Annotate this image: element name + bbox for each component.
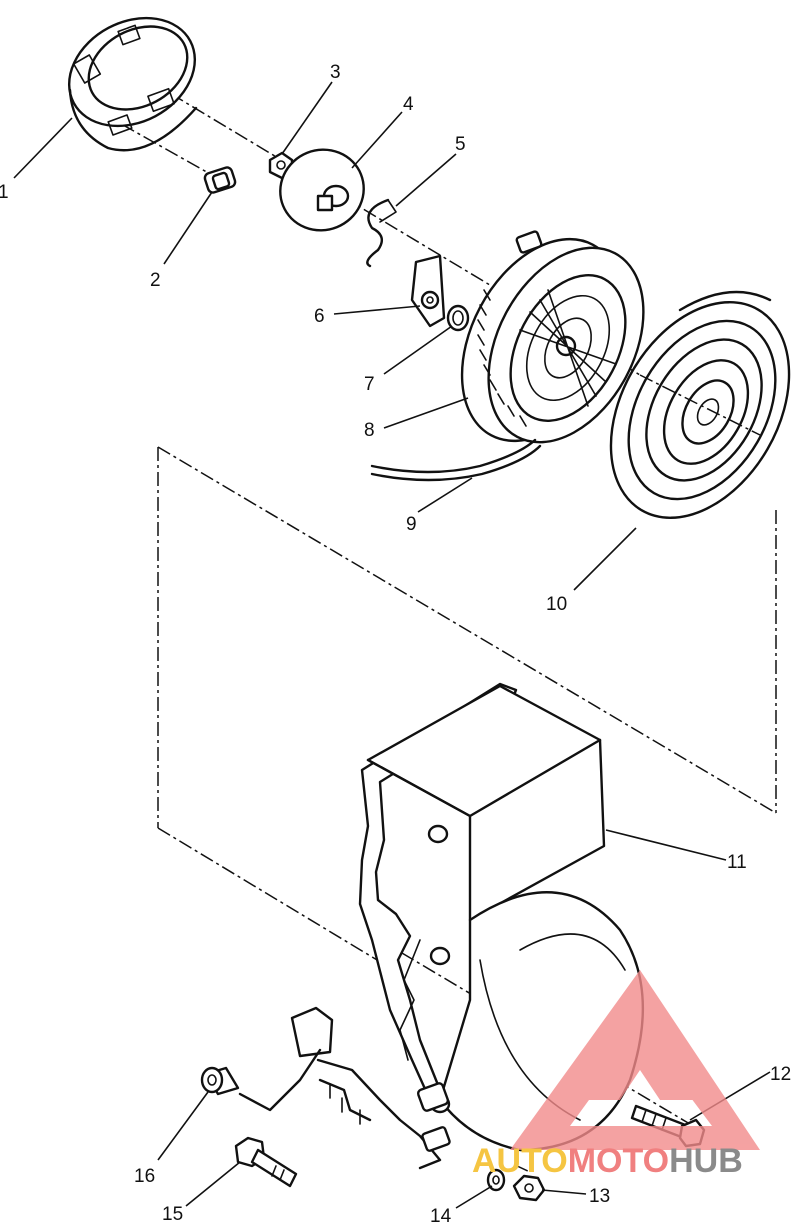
callout-12: 12 <box>770 1064 791 1085</box>
watermark-inner-mark-icon <box>580 1010 700 1100</box>
callout-leaders <box>13 81 771 1209</box>
svg-text:AUTOMOTOHUB: AUTOMOTOHUB <box>472 1142 743 1180</box>
part-washer-14 <box>486 1168 506 1192</box>
part-clip-spring <box>366 198 397 268</box>
watermark-triangle-icon <box>510 970 760 1150</box>
part-bolt-15 <box>234 1136 298 1188</box>
part-recoil-spring <box>609 290 791 519</box>
callout-11: 11 <box>727 852 747 873</box>
watermark-text-moto: MOTO <box>568 1142 669 1180</box>
callout-6: 6 <box>314 306 325 327</box>
callout-9: 9 <box>406 514 417 535</box>
part-mounting-bracket <box>290 1006 451 1170</box>
callout-1: 1 <box>0 182 9 203</box>
callout-16: 16 <box>134 1166 155 1187</box>
explosion-frame <box>157 446 777 976</box>
watermark-text-hub: HUB <box>669 1142 743 1180</box>
callout-15: 15 <box>162 1204 183 1225</box>
callout-7: 7 <box>364 374 375 395</box>
callout-2: 2 <box>150 270 161 291</box>
callout-10: 10 <box>546 594 567 615</box>
part-rope-reel <box>460 230 645 444</box>
callout-8: 8 <box>364 420 375 441</box>
watermark-logo <box>510 970 760 1150</box>
callout-14: 14 <box>430 1206 452 1225</box>
part-collar-16 <box>200 1048 322 1112</box>
part-friction-plate <box>279 148 365 232</box>
part-return-spring <box>446 304 470 332</box>
part-ratchet-pawl <box>410 254 446 328</box>
watermark-text: AUTOMOTOHUB <box>472 1142 743 1180</box>
callout-13: 13 <box>589 1186 610 1207</box>
part-pulley-hub <box>67 16 198 152</box>
part-screw-small <box>203 166 237 194</box>
callout-3: 3 <box>330 62 341 83</box>
callout-4: 4 <box>403 94 414 115</box>
callout-5: 5 <box>455 134 466 155</box>
part-starter-rope <box>370 438 542 482</box>
watermark-text-auto: AUTO <box>472 1142 568 1180</box>
callout-labels: 1 2 3 4 5 6 7 8 9 10 11 12 13 14 15 16 <box>0 62 791 1225</box>
